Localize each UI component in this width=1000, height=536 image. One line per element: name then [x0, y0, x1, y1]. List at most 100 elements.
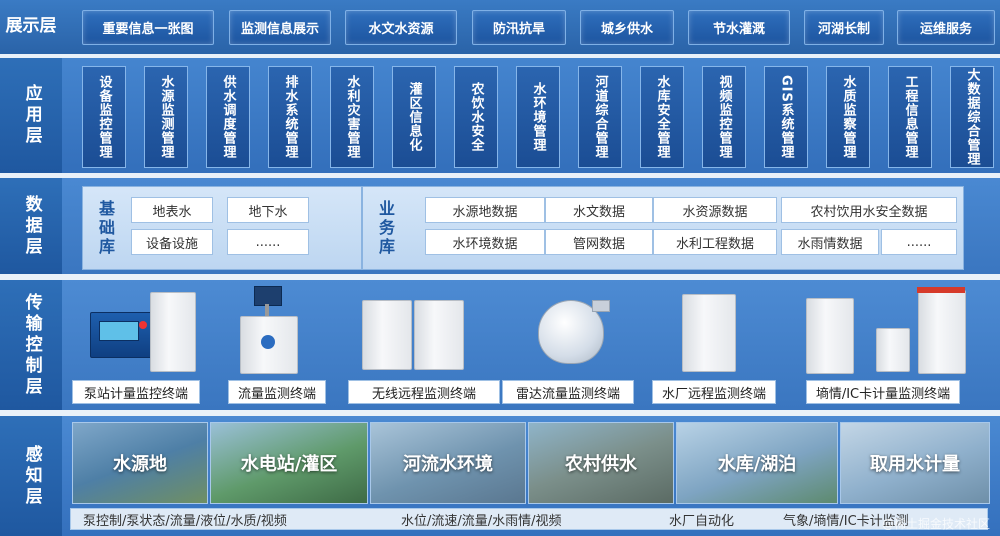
app-item-3: 排水系统管理 — [268, 66, 312, 168]
transport-layer: 传输控制层 — [0, 280, 1000, 410]
basic-cell-3: ...... — [227, 229, 309, 255]
sensing-caption-2: 水厂自动化 — [669, 514, 735, 529]
data-layer: 数据层 基础库 地表水地下水设备设施...... 业务库 水源地数据水文数据水资… — [0, 178, 1000, 274]
app-item-label-0: 设备监控管理 — [96, 75, 112, 159]
sensing-caption-3: 气象/墒情/IC卡计监测 — [783, 514, 909, 529]
basic-cell-0: 地表水 — [131, 197, 213, 223]
data-content: 基础库 地表水地下水设备设施...... 业务库 水源地数据水文数据水资源数据农… — [62, 178, 1000, 274]
app-item-label-4: 水利灾害管理 — [344, 75, 360, 159]
sensing-layer: 感知层 水源地水电站/灌区河流水环境农村供水水库/湖泊取用水计量 泵控制/泵状态… — [0, 416, 1000, 536]
display-item-6: 河湖长制 — [804, 10, 884, 45]
sensing-content: 水源地水电站/灌区河流水环境农村供水水库/湖泊取用水计量 泵控制/泵状态/流量/… — [62, 416, 1000, 536]
display-item-7: 运维服务 — [897, 10, 995, 45]
app-item-label-13: 工程信息管理 — [902, 75, 918, 159]
application-items: 设备监控管理 水源监测管理 供水调度管理 排水系统管理 水利灾害管理 灌区信息化 农饮水安全… — [62, 58, 1000, 173]
display-item-0: 重要信息一张图 — [82, 10, 214, 45]
flow-monitor-device-image — [240, 316, 298, 374]
business-cell-5: 管网数据 — [545, 229, 653, 255]
app-item-label-10: 视频监控管理 — [716, 75, 732, 159]
display-item-2: 水文水资源 — [345, 10, 457, 45]
solar-panel-icon — [254, 286, 282, 306]
transport-layer-label: 传输控制层 — [0, 280, 62, 410]
application-layer: 应用层 设备监控管理 水源监测管理 供水调度管理 排水系统管理 水利灾害管理 灌区信息化 农… — [0, 58, 1000, 173]
business-library-title: 业务库 — [376, 199, 395, 257]
app-item-1: 水源监测管理 — [144, 66, 188, 168]
app-item-label-3: 排水系统管理 — [282, 75, 298, 159]
watermark: @稀土掘金技术社区 — [881, 517, 990, 531]
pump-cabinet-image — [150, 292, 196, 372]
app-item-11: GIS系统管理 — [764, 66, 808, 168]
app-item-label-12: 水质监察管理 — [840, 75, 856, 159]
device-caption-4: 水厂远程监测终端 — [652, 380, 776, 404]
device-caption-2: 无线远程监测终端 — [348, 380, 500, 404]
device-caption-3: 雷达流量监测终端 — [502, 380, 634, 404]
scene-4: 水库/湖泊 — [676, 422, 838, 504]
app-item-9: 水库安全管理 — [640, 66, 684, 168]
display-item-4: 城乡供水 — [580, 10, 674, 45]
display-layer-label: 展示层 — [5, 16, 57, 37]
basic-library-title: 基础库 — [96, 199, 115, 257]
app-item-13: 工程信息管理 — [888, 66, 932, 168]
display-layer: 展示层 重要信息一张图监测信息展示水文水资源防汛抗旱城乡供水节水灌溉河湖长制运维… — [0, 0, 1000, 54]
display-item-5: 节水灌溉 — [688, 10, 790, 45]
device-caption-0: 泵站计量监控终端 — [72, 380, 200, 404]
wireless-monitor-cabinet-b — [414, 300, 464, 370]
display-items: 重要信息一张图监测信息展示水文水资源防汛抗旱城乡供水节水灌溉河湖长制运维服务 — [62, 0, 1000, 54]
ic-card-cabinet-a — [806, 298, 854, 374]
app-item-4: 水利灾害管理 — [330, 66, 374, 168]
business-cell-7: 水雨情数据 — [781, 229, 879, 255]
app-item-8: 河道综合管理 — [578, 66, 622, 168]
application-layer-label: 应用层 — [0, 58, 62, 173]
app-item-label-14: 大数据综合管理 — [964, 68, 980, 166]
sensing-layer-label: 感知层 — [0, 416, 62, 536]
business-cell-1: 水文数据 — [545, 197, 653, 223]
basic-cell-1: 地下水 — [227, 197, 309, 223]
data-layer-label: 数据层 — [0, 178, 62, 274]
app-item-label-6: 农饮水安全 — [468, 82, 484, 152]
app-item-2: 供水调度管理 — [206, 66, 250, 168]
business-cell-0: 水源地数据 — [425, 197, 545, 223]
scene-0: 水源地 — [72, 422, 208, 504]
radar-mount-icon — [592, 300, 610, 312]
display-item-3: 防汛抗旱 — [472, 10, 566, 45]
display-item-1: 监测信息展示 — [229, 10, 331, 45]
app-item-14: 大数据综合管理 — [950, 66, 994, 168]
transport-devices: 泵站计量监控终端 流量监测终端无线远程监测终端雷达流量监测终端水厂远程监测终端 墒情… — [62, 280, 1000, 410]
scene-3: 农村供水 — [528, 422, 674, 504]
pump-monitor-device-image — [90, 312, 154, 358]
sensing-caption-0: 泵控制/泵状态/流量/液位/水质/视频 — [83, 514, 287, 529]
scene-5: 取用水计量 — [840, 422, 990, 504]
ic-card-meter-image — [876, 328, 910, 372]
ic-card-cabinet-b — [917, 287, 966, 374]
app-item-10: 视频监控管理 — [702, 66, 746, 168]
business-cell-6: 水利工程数据 — [653, 229, 777, 255]
app-item-label-2: 供水调度管理 — [220, 75, 236, 159]
basic-library-panel: 基础库 地表水地下水设备设施...... — [82, 186, 362, 270]
water-plant-cabinet-image — [682, 294, 736, 372]
sensing-caption-1: 水位/流速/流量/水雨情/视频 — [401, 514, 562, 529]
business-cell-3: 农村饮用水安全数据 — [781, 197, 957, 223]
device-caption-1: 流量监测终端 — [228, 380, 326, 404]
app-item-label-8: 河道综合管理 — [592, 75, 608, 159]
app-item-label-1: 水源监测管理 — [158, 75, 174, 159]
app-item-12: 水质监察管理 — [826, 66, 870, 168]
basic-cell-2: 设备设施 — [131, 229, 213, 255]
solar-pole-icon — [265, 304, 269, 316]
wireless-monitor-cabinet-a — [362, 300, 412, 370]
app-item-5: 灌区信息化 — [392, 66, 436, 168]
app-item-label-5: 灌区信息化 — [406, 82, 422, 152]
app-item-label-11: GIS系统管理 — [778, 75, 794, 159]
scene-2: 河流水环境 — [370, 422, 526, 504]
business-cell-4: 水环境数据 — [425, 229, 545, 255]
app-item-label-7: 水环境管理 — [530, 82, 546, 152]
app-item-0: 设备监控管理 — [82, 66, 126, 168]
app-item-6: 农饮水安全 — [454, 66, 498, 168]
business-cell-2: 水资源数据 — [653, 197, 777, 223]
app-item-7: 水环境管理 — [516, 66, 560, 168]
scene-1: 水电站/灌区 — [210, 422, 368, 504]
sensing-captions-bar: 泵控制/泵状态/流量/液位/水质/视频 水位/流速/流量/水雨情/视频 水厂自动化 气… — [70, 508, 988, 530]
device-caption-5: 墒情/IC卡计量监测终端 — [806, 380, 960, 404]
business-cell-8: ...... — [881, 229, 957, 255]
app-item-label-9: 水库安全管理 — [654, 75, 670, 159]
